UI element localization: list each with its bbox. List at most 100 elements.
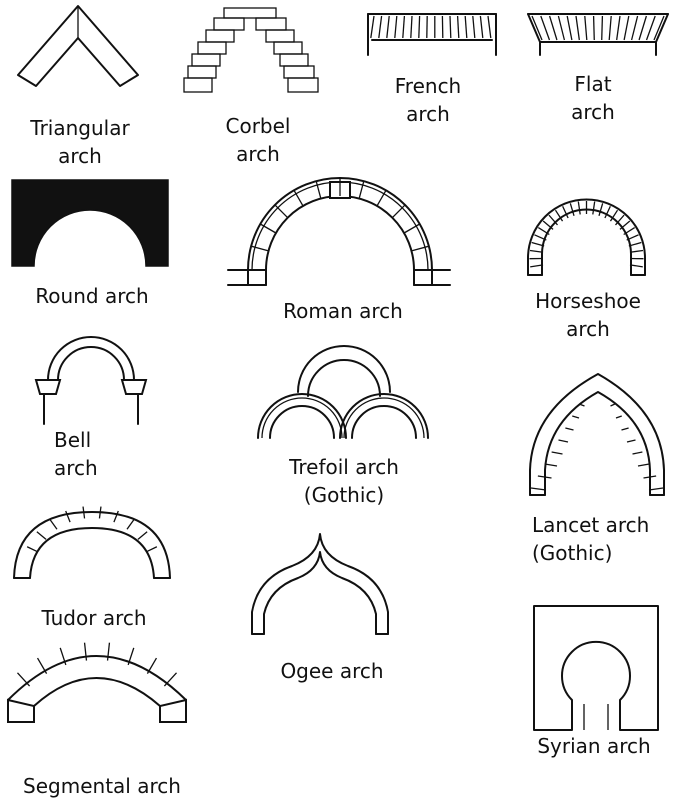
horseshoe-arch-voussoir-joint — [577, 201, 581, 215]
segmental-arch-voussoir-joint — [36, 657, 48, 674]
roman-arch-voussoir-joint — [293, 190, 304, 207]
tudor-arch-drawing — [13, 506, 171, 579]
label-corbel-line1: Corbel — [225, 114, 291, 138]
tudor-arch-voussoir-joint — [126, 519, 135, 530]
tudor-arch-voussoir-joint — [36, 531, 47, 540]
label-round-arch: Round arch — [10, 282, 174, 310]
horseshoe-arch-voussoir-joint — [626, 234, 639, 241]
lancet-arch-voussoir-joint — [558, 439, 569, 443]
label-horseshoe-arch: Horseshoe arch — [512, 287, 664, 343]
roman-arch-drawing — [227, 177, 451, 286]
flat-arch-brick-joint — [616, 15, 621, 41]
lancet-arch-voussoir-joint — [637, 463, 650, 467]
label-lancet-arch: Lancet arch (Gothic) — [532, 511, 682, 567]
horseshoe-arch-voussoir-joint — [548, 214, 558, 226]
label-segmental-line1: Segmental arch — [23, 774, 181, 798]
roman-arch-voussoir-joint — [391, 204, 406, 219]
label-horseshoe-line2: arch — [566, 317, 610, 341]
horseshoe-arch-voussoir-joint — [530, 264, 544, 268]
flat-arch-brick-joint — [630, 15, 639, 41]
trefoil-arch-drawing — [257, 345, 429, 439]
label-triangular-arch: Triangular arch — [10, 114, 150, 170]
label-flat-arch: Flat arch — [540, 70, 646, 126]
label-flat-line2: arch — [571, 100, 615, 124]
lancet-arch-voussoir-joint — [578, 403, 585, 407]
french-arch-drawing — [367, 13, 497, 56]
flat-arch-brick-joint — [653, 15, 665, 41]
label-flat-line1: Flat — [574, 72, 612, 96]
horseshoe-arch-voussoir-joint — [628, 241, 642, 247]
horseshoe-arch-voussoir-joint — [604, 205, 611, 219]
label-triangular-line2: arch — [58, 144, 102, 168]
round-arch-drawing — [11, 179, 169, 267]
flat-arch-brick-joint — [608, 15, 612, 41]
label-french-line1: French — [394, 74, 462, 98]
label-corbel-arch: Corbel arch — [200, 112, 316, 168]
tudor-arch-voussoir-joint — [65, 510, 71, 523]
flat-arch-brick-joint — [592, 15, 595, 41]
roman-arch-voussoir-joint — [358, 180, 365, 199]
tudor-arch-voussoir-joint — [82, 506, 86, 519]
segmental-arch-voussoir-joint — [146, 657, 158, 674]
lancet-arch-voussoir-joint — [621, 427, 629, 431]
label-triangular-line1: Triangular — [30, 116, 130, 140]
segmental-arch-voussoir-joint — [59, 647, 67, 666]
label-trefoil-line1: Trefoil arch — [289, 455, 399, 479]
label-french-arch: French arch — [370, 72, 486, 128]
french-arch-brick-joint — [464, 15, 468, 39]
horseshoe-arch-voussoir-joint — [592, 201, 596, 215]
label-round-line1: Round arch — [35, 284, 149, 308]
tudor-arch-voussoir-joint — [26, 546, 39, 553]
lancet-arch-voussoir-joint — [626, 439, 636, 443]
roman-arch-voussoir-joint — [315, 180, 322, 199]
lancet-arch-voussoir-joint — [572, 415, 580, 419]
label-horseshoe-line1: Horseshoe — [535, 289, 641, 313]
roman-arch-voussoir-joint — [250, 245, 269, 252]
flat-arch-brick-joint — [531, 15, 543, 41]
lancet-arch-voussoir-joint — [615, 415, 622, 419]
label-lancet-line1: Lancet arch — [532, 513, 650, 537]
segmental-arch-drawing — [7, 642, 187, 723]
french-arch-brick-joint — [394, 15, 398, 39]
lancet-arch-voussoir-joint — [530, 487, 547, 491]
flat-arch-brick-joint — [623, 15, 630, 41]
segmental-arch-voussoir-joint — [16, 672, 31, 687]
lancet-arch-voussoir-joint — [643, 475, 657, 479]
french-arch-brick-joint — [418, 15, 421, 39]
french-arch-brick-joint — [402, 15, 406, 39]
label-ogee-arch: Ogee arch — [254, 657, 410, 685]
flat-arch-brick-joint — [557, 15, 566, 41]
roman-arch-voussoir-joint — [260, 223, 277, 234]
roman-arch-voussoir-joint — [403, 223, 420, 234]
horseshoe-arch-voussoir-joint — [537, 227, 550, 236]
french-arch-brick-joint — [456, 15, 460, 39]
label-bell-line2: arch — [54, 456, 98, 480]
lancet-arch-drawing — [529, 373, 665, 496]
flat-arch-brick-joint — [566, 15, 573, 41]
french-arch-brick-joint — [378, 15, 383, 39]
label-trefoil-line2: (Gothic) — [303, 483, 385, 507]
bell-arch-drawing — [34, 336, 148, 425]
tudor-arch-voussoir-joint — [49, 519, 58, 530]
french-arch-brick-joint — [487, 15, 492, 39]
label-segmental-arch: Segmental arch — [4, 772, 200, 800]
roman-arch-voussoir-joint — [411, 245, 430, 252]
french-arch-brick-joint — [370, 15, 375, 39]
label-roman-line1: Roman arch — [283, 299, 403, 323]
horseshoe-arch-voussoir-joint — [542, 220, 554, 230]
horseshoe-arch-voussoir-joint — [531, 241, 545, 247]
segmental-arch-voussoir-joint — [106, 642, 111, 661]
label-french-line2: arch — [406, 102, 450, 126]
label-trefoil-arch: Trefoil arch (Gothic) — [260, 453, 428, 509]
horseshoe-arch-voussoir-joint — [562, 205, 569, 219]
horseshoe-arch-voussoir-joint — [623, 227, 636, 236]
tudor-arch-voussoir-joint — [137, 531, 148, 540]
roman-arch-voussoir-joint — [274, 204, 289, 219]
french-arch-brick-joint — [472, 15, 476, 39]
horseshoe-arch-voussoir-joint — [529, 249, 543, 253]
french-arch-brick-joint — [449, 15, 452, 39]
lancet-arch-voussoir-joint — [648, 487, 664, 491]
horseshoe-arch-voussoir-joint — [615, 214, 625, 226]
horseshoe-arch-voussoir-joint — [629, 264, 643, 268]
